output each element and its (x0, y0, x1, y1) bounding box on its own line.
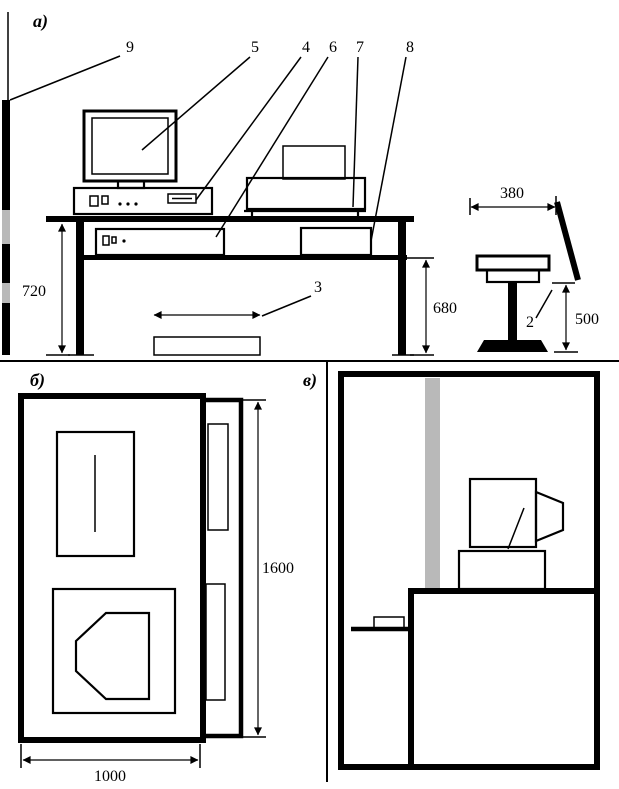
callout-3: 3 (314, 279, 322, 296)
equipment-on-desk (457, 477, 565, 591)
shelf-unit-right (299, 226, 373, 257)
chair: 380 2 (469, 185, 581, 352)
desk (46, 216, 414, 356)
callout-7: 7 (356, 39, 364, 56)
shelf-unit-left (94, 227, 226, 257)
callout-6: 6 (329, 39, 337, 56)
callout-8: 8 (406, 39, 414, 56)
dim-680-label: 680 (433, 300, 457, 317)
monitor (82, 109, 178, 190)
section-a-side-view: а) 9 5 4 6 7 8 (2, 11, 599, 356)
printer (244, 145, 367, 216)
dim-1600-label: 1600 (262, 560, 294, 577)
system-unit (72, 186, 214, 216)
dim-1000-label: 1000 (94, 768, 126, 785)
light-strip (425, 378, 440, 591)
dimension-1000: 1000 (20, 744, 201, 785)
dimension-1600: 1600 (243, 399, 294, 738)
callouts-top: 9 5 4 6 7 8 (9, 39, 414, 242)
wall (2, 12, 10, 355)
dimension-500: 500 (552, 282, 599, 353)
dimension-680: 680 (407, 257, 457, 356)
section-a-label: а) (33, 11, 48, 32)
section-v-room-view: в) (303, 370, 600, 770)
callout-5: 5 (251, 39, 259, 56)
dim-380-label: 380 (500, 185, 524, 202)
drawer: 3 (153, 279, 322, 356)
dimension-720: 720 (22, 223, 70, 356)
chair-plan (51, 587, 177, 715)
dim-720-label: 720 (22, 283, 46, 300)
callout-9: 9 (126, 39, 134, 56)
monitor-plan (55, 430, 136, 558)
room-outline (338, 371, 600, 770)
dim-500-label: 500 (575, 311, 599, 328)
section-v-label: в) (303, 370, 317, 391)
side-panel-plan (200, 397, 244, 739)
desk-elevation (408, 588, 600, 770)
side-table (351, 616, 412, 632)
callout-4: 4 (302, 39, 310, 56)
section-b-plan-view: б) 1600 1000 (18, 370, 294, 785)
section-b-label: б) (30, 370, 45, 391)
callout-2: 2 (526, 314, 534, 331)
